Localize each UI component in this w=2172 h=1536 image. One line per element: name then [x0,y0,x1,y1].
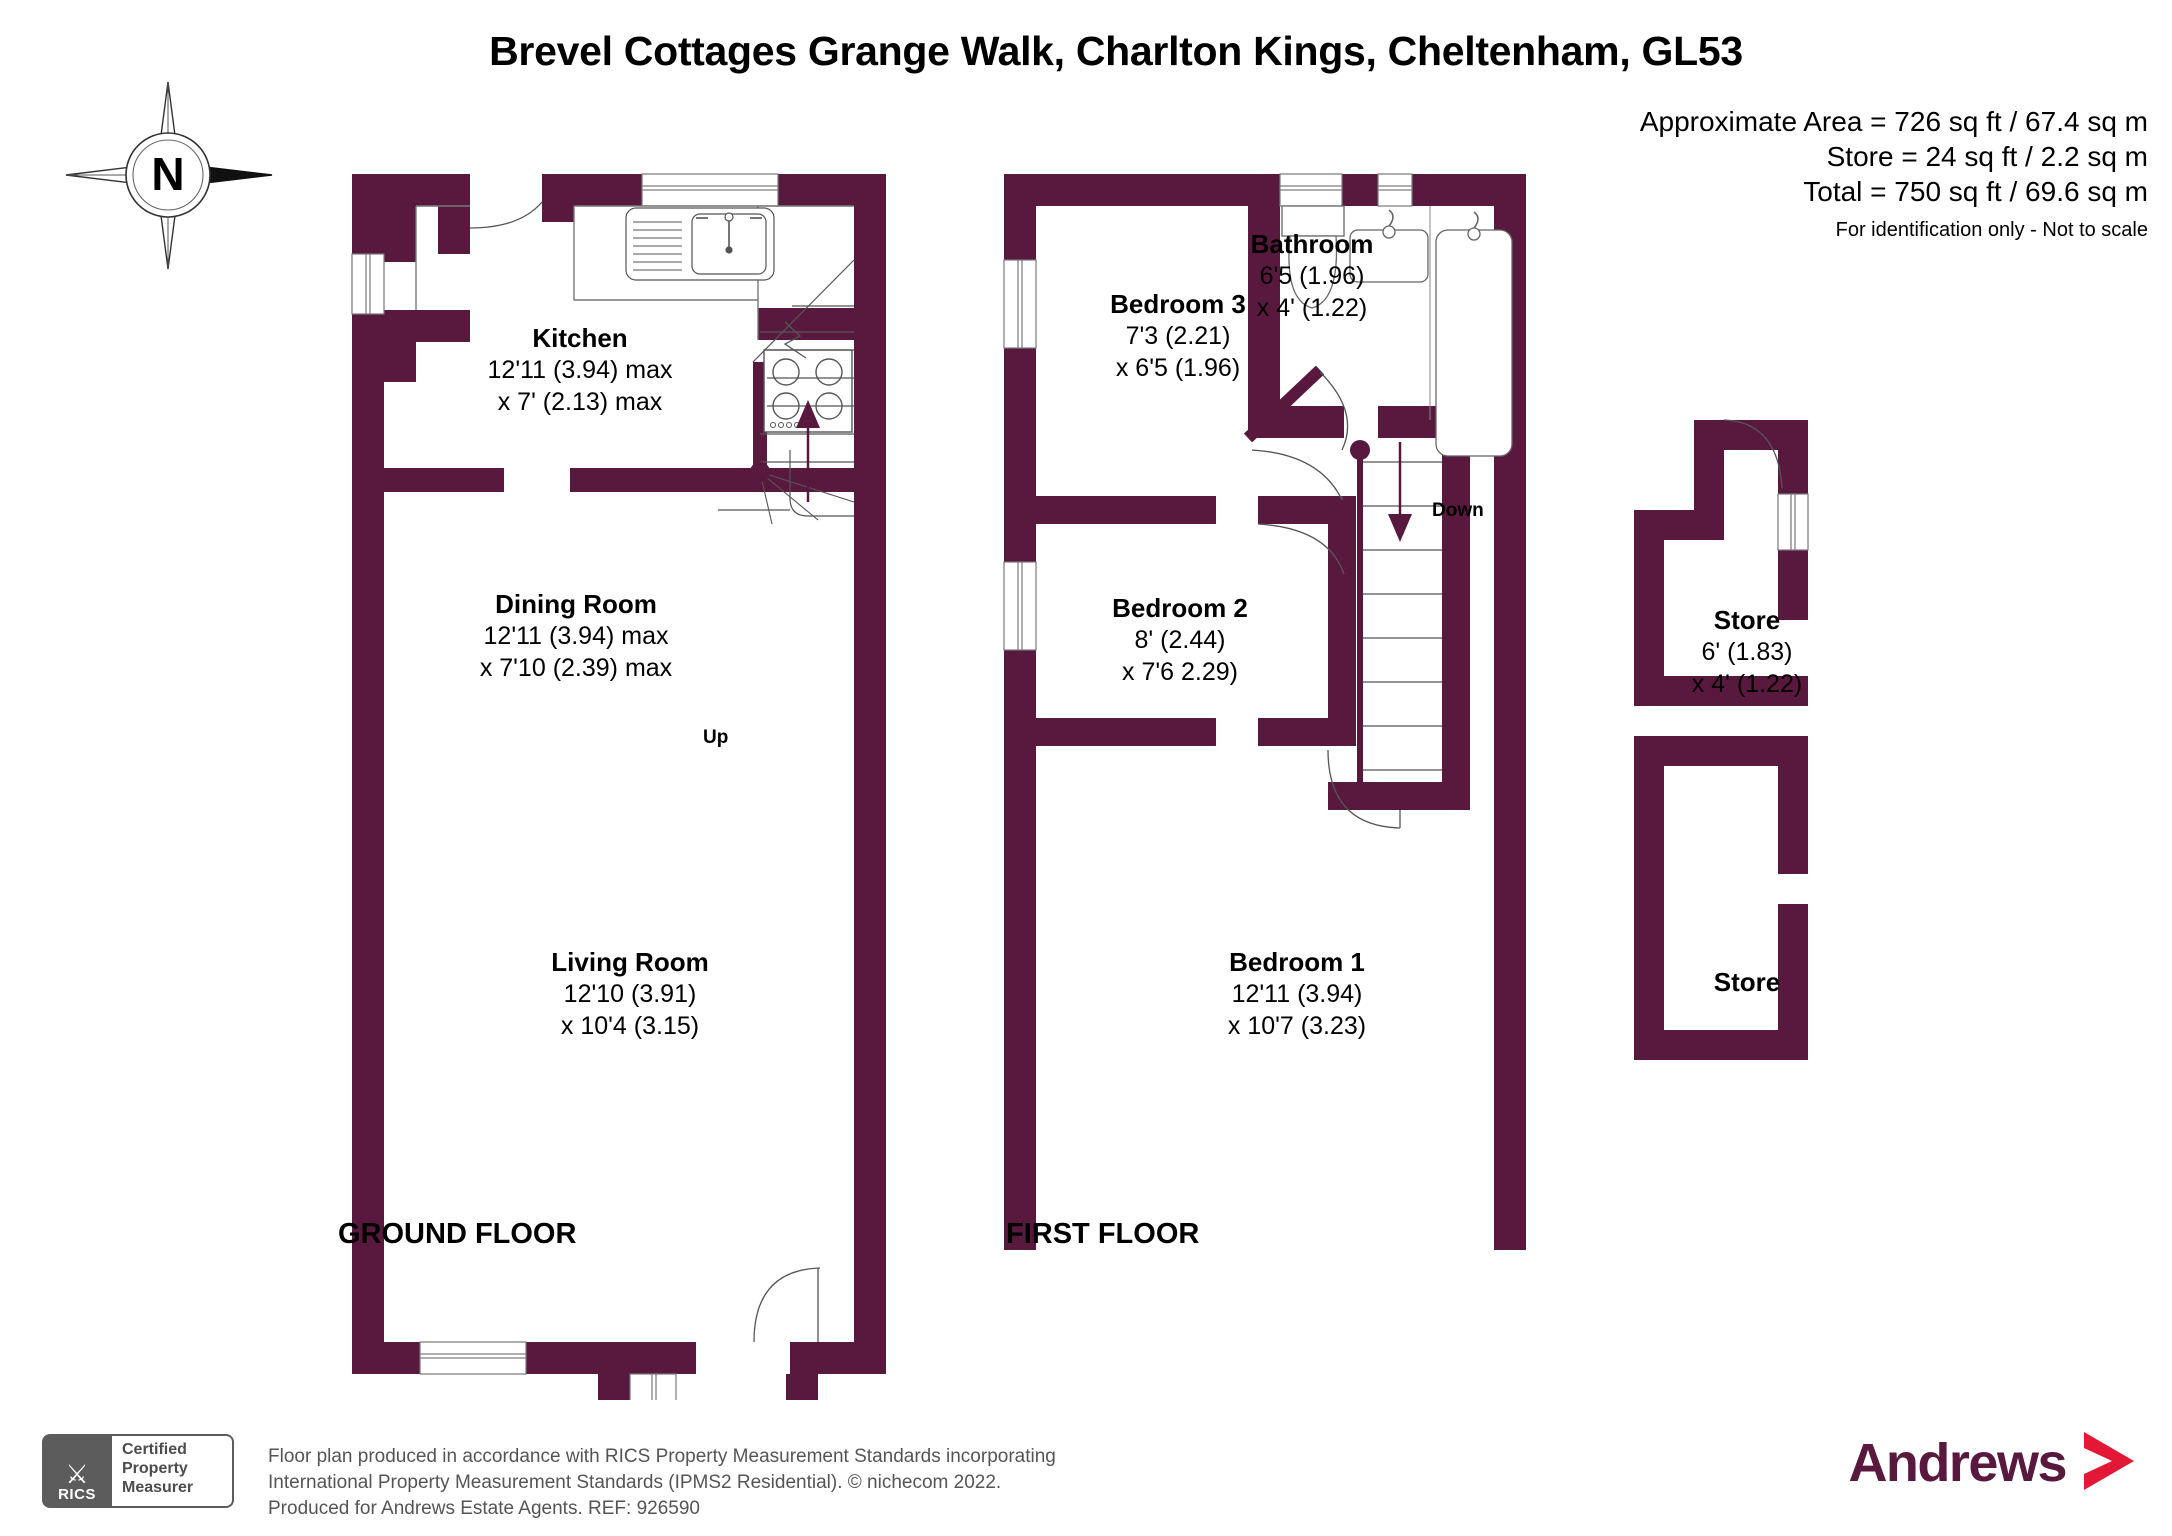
area-disclaimer: For identification only - Not to scale [1835,219,2148,241]
room-label-bedroom-2: Bedroom 2 8' (2.44) x 7'6 2.29) [1112,593,1248,686]
ground-floor-drawing [351,173,886,1400]
bathroom-fixtures [1281,205,1513,457]
room-label-bedroom-1: Bedroom 1 12'11 (3.94) x 10'7 (3.23) [1227,947,1367,1040]
footer-disclaimer: Floor plan produced in accordance with R… [268,1444,1056,1522]
room-label-bedroom-3: Bedroom 3 7'3 (2.21) x 6'5 (1.96) [1110,289,1246,382]
staircase-down [1350,440,1442,786]
floor-label-ground: GROUND FLOOR [338,1218,577,1250]
staircase-up [718,259,855,525]
rics-wordmark: RICS [58,1486,96,1503]
footer-line-1: Floor plan produced in accordance with R… [268,1446,1056,1467]
area-line-total: Total = 750 sq ft / 69.6 sq m [1803,176,2148,207]
andrews-wordmark: Andrews [1848,1432,2067,1493]
compass-north-label: N [151,148,184,200]
room-label-living-room: Living Room 12'10 (3.91) x 10'4 (3.15) [551,947,709,1040]
first-floor-drawing [1003,173,1526,1250]
stair-direction-down: Down [1432,500,1484,521]
area-line-store: Store = 24 sq ft / 2.2 sq m [1826,141,2148,172]
room-label-store-lower: Store [1713,967,1781,997]
stores-drawing [1634,419,1809,1060]
rics-certified-logo: ⚔ RICS Certified Property Measurer [42,1434,234,1508]
chevron-right-icon [2072,1430,2142,1497]
rics-lion-glyph: ⚔ [65,1459,89,1489]
room-label-bathroom: Bathroom 6'5 (1.96) x 4' (1.22) [1250,229,1374,322]
room-label-store-upper: Store 6' (1.83) x 4' (1.22) [1691,605,1803,698]
rics-lion-icon: ⚔ RICS [42,1434,112,1508]
rics-text-line-2: Property [122,1460,188,1477]
rics-certified-text: Certified Property Measurer [112,1434,234,1508]
area-summary: Approximate Area = 726 sq ft / 67.4 sq m… [1640,104,2148,245]
room-label-dining-room: Dining Room 12'11 (3.94) max x 7'10 (2.3… [479,589,673,682]
footer-line-3: Produced for Andrews Estate Agents. REF:… [268,1498,700,1519]
stair-direction-up: Up [703,727,729,748]
door-swings-first [1243,365,1401,829]
floor-label-first: FIRST FLOOR [1006,1218,1200,1250]
andrews-brand-logo: Andrews [1848,1428,2142,1497]
kitchen-sink-icon [625,207,775,281]
rics-text-line-3: Measurer [122,1479,194,1496]
rics-text-line-1: Certified [122,1441,187,1458]
page-title: Brevel Cottages Grange Walk, Charlton Ki… [489,28,1743,74]
area-line-approximate: Approximate Area = 726 sq ft / 67.4 sq m [1639,106,2148,137]
room-label-kitchen: Kitchen 12'11 (3.94) max x 7' (2.13) max [487,323,673,416]
door-swings [469,201,821,1343]
compass-rose-icon: N [58,78,278,273]
footer-line-2: International Property Measurement Stand… [268,1472,1002,1493]
